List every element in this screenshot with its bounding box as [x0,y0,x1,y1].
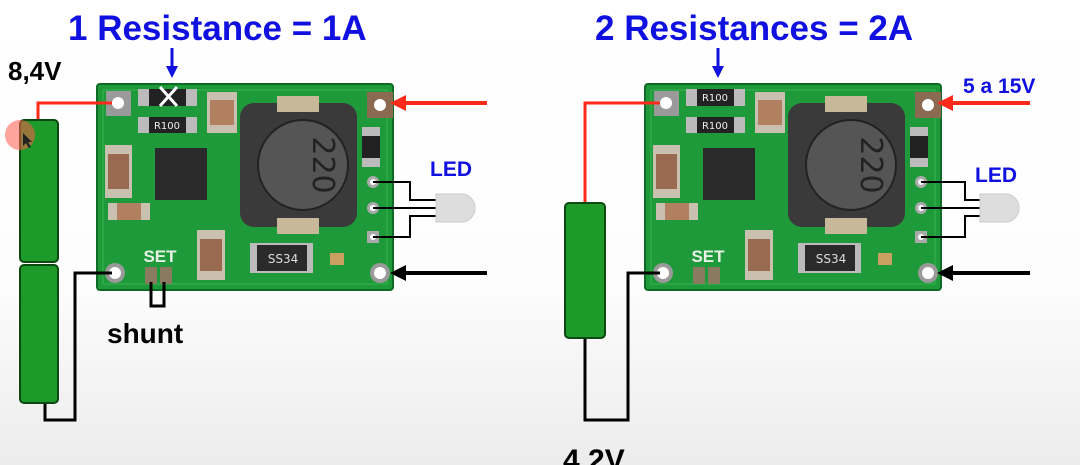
led-icon [979,193,1020,223]
removed-resistor-x-icon [158,85,179,108]
diode [257,245,307,271]
bat-minus-pad [109,267,121,279]
diode [805,245,855,271]
negative-wire [43,271,112,422]
left-battery-voltage: 8,4V [8,56,62,86]
led-icon [435,193,476,223]
bat-plus-pad [112,97,124,109]
cursor-highlight [5,120,35,150]
positive-wire [583,101,660,205]
battery-cell [564,202,606,339]
shunt-label: shunt [107,318,183,349]
charger-board-left: R100 220 SS34 SET [96,83,394,291]
right-title: 2 Resistances = 2A [595,9,913,48]
inductor-label: 220 [853,136,888,193]
set-label: SET [143,247,177,266]
charger-ic [703,148,755,200]
right-led-label: LED [975,164,1017,187]
mouse-cursor-icon [23,133,32,148]
shunt-jumper [149,282,166,308]
in-plus-pad [374,99,386,111]
right-battery-voltage: 4.2V [563,444,625,465]
left-led-label: LED [430,158,472,181]
in-minus-pad [374,267,386,279]
charger-ic [155,148,207,200]
input-voltage-label: 5 a 15V [963,75,1035,98]
set-label: SET [691,247,725,266]
positive-wire [36,101,112,122]
resistor-label: R100 [702,121,728,132]
diode-label: SS34 [268,252,299,266]
inductor-label: 220 [305,136,340,193]
charger-board-right: R100 R100 220 SS34 SET [644,83,942,291]
resistor-label: R100 [702,93,728,104]
battery-cell [19,264,59,404]
negative-wire [583,271,660,422]
in-plus-pad [922,99,934,111]
bat-minus-pad [657,267,669,279]
diode-label: SS34 [816,252,847,266]
resistor-label: R100 [154,121,180,132]
bat-plus-pad [660,97,672,109]
left-title: 1 Resistance = 1A [68,9,367,48]
battery-cell [19,119,59,263]
in-minus-pad [922,267,934,279]
